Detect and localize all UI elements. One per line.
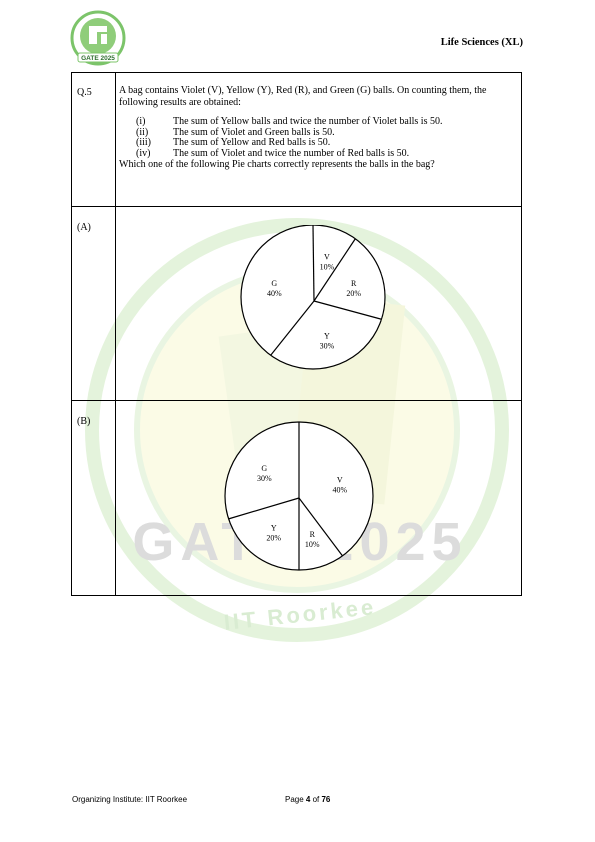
slice-name-r: R	[310, 530, 316, 539]
slice-name-g: G	[261, 464, 267, 473]
gate-logo: GATE 2025	[70, 10, 126, 66]
slice-name-v: V	[324, 252, 330, 261]
pie-chart-b: V40% R10% Y20% G30%	[224, 421, 374, 571]
condition-text: The sum of Yellow balls and twice the nu…	[173, 116, 443, 127]
slice-percent-y: 30%	[320, 342, 335, 351]
page-separator: of	[310, 795, 322, 804]
slice-percent-v: 10%	[320, 262, 335, 271]
logo-text: GATE 2025	[81, 55, 115, 62]
condition-number: (iv)	[136, 147, 151, 159]
condition-list: (i) The sum of Yellow balls and twice the…	[136, 116, 517, 160]
footer-organizer: Organizing Institute: IIT Roorkee	[72, 795, 188, 804]
option-label-b: (B)	[77, 416, 91, 427]
pie-chart-a: V10% R20% Y30% G40%	[240, 225, 386, 370]
page-total: 76	[321, 795, 331, 804]
slice-name-g: G	[271, 279, 277, 288]
question-number: Q.5	[77, 87, 92, 98]
header-subject: Life Sciences (XL)	[440, 37, 523, 48]
condition-item: (ii) The sum of Violet and Green balls is…	[136, 126, 517, 139]
question-intro: A bag contains Violet (V), Yellow (Y), R…	[119, 85, 487, 108]
column-divider	[115, 73, 116, 595]
slice-name-y: Y	[324, 332, 330, 341]
condition-number: (iii)	[136, 137, 151, 148]
slice-percent-r: 10%	[305, 540, 320, 549]
slice-name-r: R	[351, 279, 357, 288]
condition-text: The sum of Violet and Green balls is 50.	[173, 126, 335, 138]
condition-number: (ii)	[136, 126, 149, 138]
slice-name-y: Y	[271, 524, 277, 533]
slice-percent-r: 20%	[346, 289, 361, 298]
slice-percent-g: 40%	[267, 289, 282, 298]
page-current: 4	[305, 795, 311, 804]
option-label-a: (A)	[77, 222, 91, 233]
condition-item: (iii) The sum of Yellow and Red balls is …	[136, 137, 517, 149]
row-divider	[72, 206, 521, 207]
condition-text: The sum of Yellow and Red balls is 50.	[173, 137, 331, 148]
question-text: A bag contains Violet (V), Yellow (Y), R…	[119, 85, 517, 171]
page-prefix: Page	[285, 795, 306, 804]
slice-percent-y: 20%	[266, 534, 281, 543]
question-prompt: Which one of the following Pie charts co…	[119, 159, 435, 170]
slice-percent-g: 30%	[257, 474, 272, 483]
condition-number: (i)	[136, 116, 146, 127]
condition-text: The sum of Violet and twice the number o…	[173, 147, 410, 159]
row-divider	[72, 400, 521, 401]
condition-item: (iv) The sum of Violet and twice the numb…	[136, 147, 517, 160]
watermark-subtitle: IIT Roorkee	[223, 594, 378, 635]
condition-item: (i) The sum of Yellow balls and twice the…	[136, 116, 517, 128]
slice-percent-v: 40%	[332, 486, 347, 495]
slice-name-v: V	[337, 476, 343, 485]
page-number: Page 4 of 76	[285, 795, 330, 804]
